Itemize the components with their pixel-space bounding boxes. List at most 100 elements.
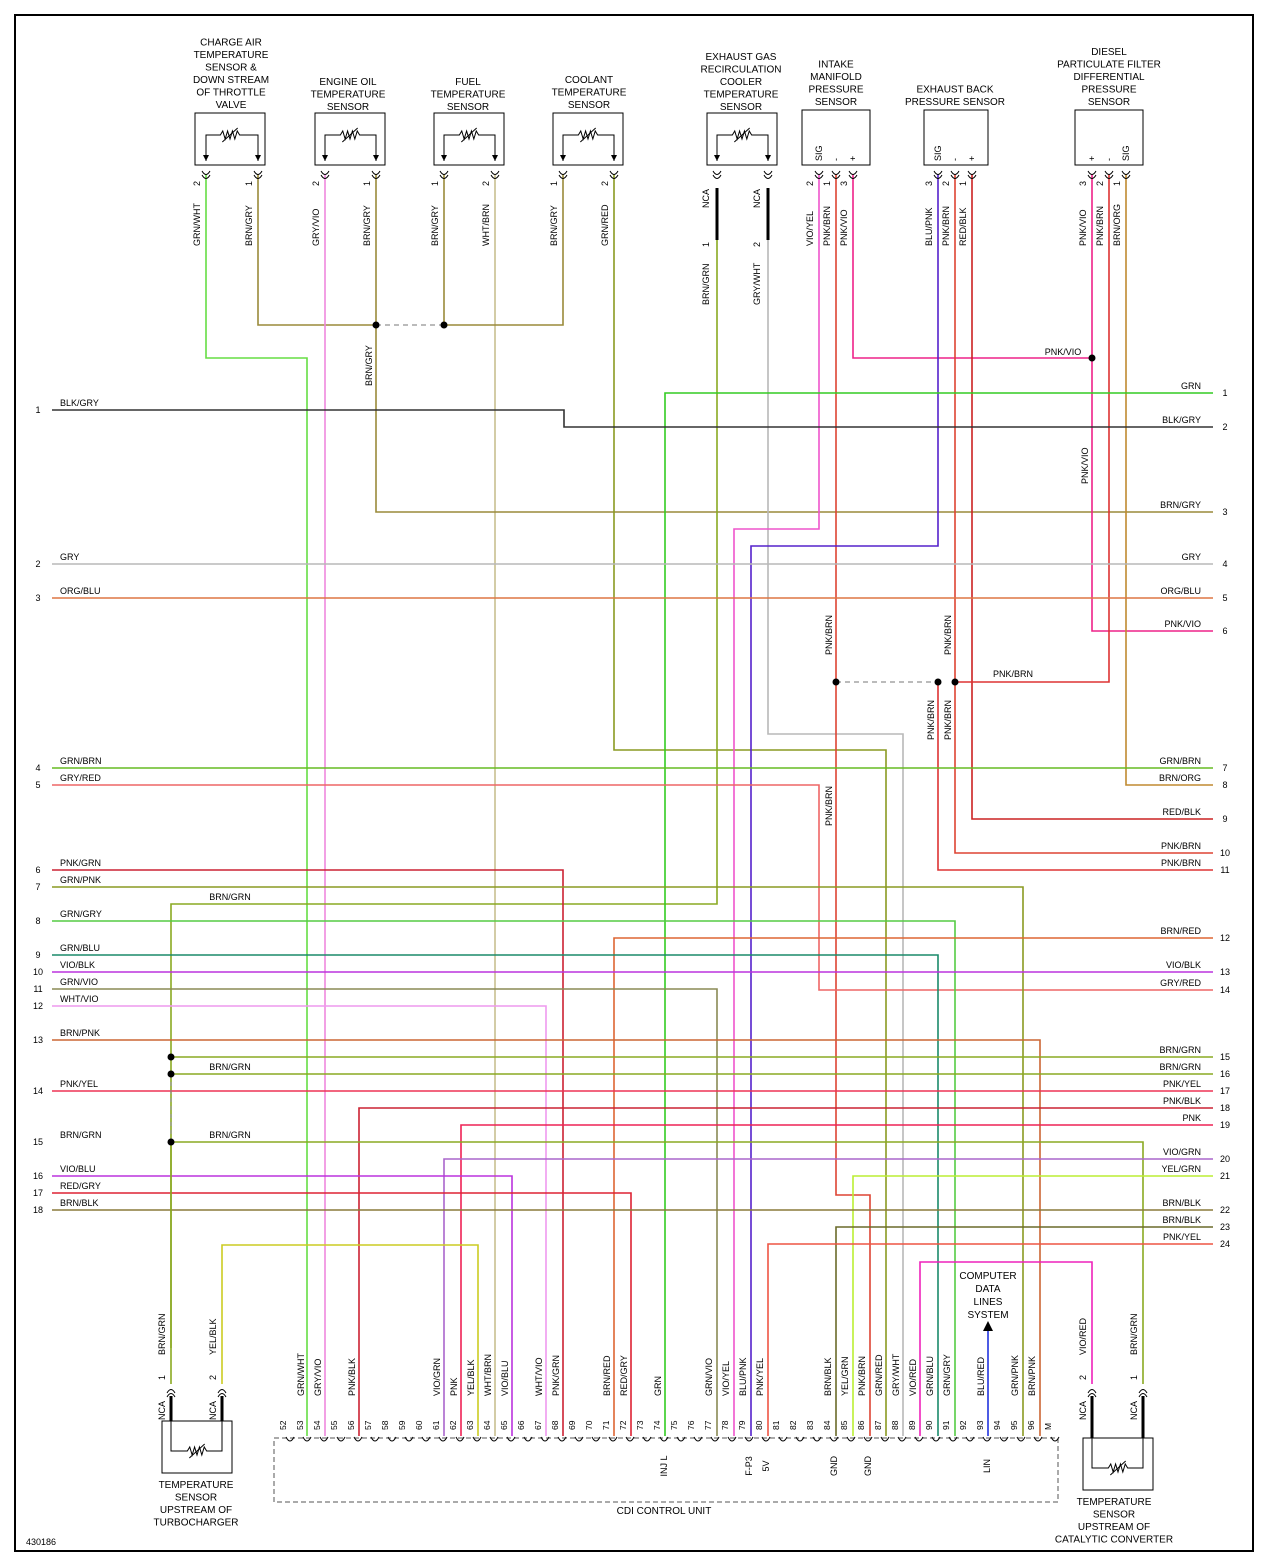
sensor-title-line: EXHAUST BACK (916, 85, 993, 96)
thermistor-icon (174, 1445, 220, 1457)
splice-dot (1088, 354, 1096, 362)
cdi-pin-wire-label: PNK/BLK (347, 1358, 357, 1396)
cdi-pin-number: 77 (703, 1420, 713, 1430)
pin-number: 2 (311, 181, 321, 186)
wire-vio-blu (52, 1175, 513, 1436)
nca-label: NCA (208, 1401, 218, 1420)
sensor-title-line: OF THROTTLE (196, 88, 266, 99)
cdi-pin-socket-icon (625, 1436, 635, 1442)
wire-pnk-vio-1 (852, 174, 1092, 359)
wire-grn-wht (205, 174, 308, 1436)
cdi-pin-number: 62 (448, 1420, 458, 1430)
nca-label: NCA (1078, 1401, 1088, 1420)
cdi-pin-number: 52 (278, 1420, 288, 1430)
cdi-pin-wire-label: VIO/GRN (432, 1358, 442, 1396)
nca-label: NCA (701, 189, 711, 208)
right-connector-number: 1 (1222, 388, 1227, 398)
left-connector-labels: 1BLK/GRY2GRY3ORG/BLU4GRN/BRN5GRY/RED6PNK… (33, 398, 102, 1215)
cdi-pin-number: 75 (669, 1420, 679, 1430)
splice-dot (934, 678, 942, 686)
sensor-title-line: VALVE (216, 100, 247, 111)
cdi-pin-socket-icon (812, 1436, 822, 1442)
cdi-pin-wire-label: GRN/GRY (942, 1354, 952, 1396)
sensor-title-line: TEMPERATURE (552, 88, 627, 99)
right-connector-number: 12 (1220, 933, 1230, 943)
sensor-title-line: TEMPERATURE (1077, 1497, 1152, 1508)
left-connector-number: 11 (33, 984, 42, 994)
sensor-title-line: TEMPERATURE (311, 90, 386, 101)
sensor-title-line: TEMPERATURE (159, 1480, 234, 1491)
pin-connector-icon (1138, 1389, 1148, 1394)
wire-brn-grn-main (171, 1141, 1144, 1384)
right-connector-label: PNK (1182, 1113, 1201, 1123)
cdi-pin-wire-label: VIO/BLU (500, 1360, 510, 1396)
wire-label: PNK/VIO (1078, 209, 1088, 246)
pin-connector-icon (848, 174, 858, 179)
cdi-pin-socket-icon (829, 1436, 839, 1442)
sensor-terminal-label: + (967, 156, 977, 161)
cdi-pin-number: 96 (1026, 1420, 1036, 1430)
right-connector-number: 19 (1220, 1120, 1230, 1130)
right-connector-label: PNK/BRN (1161, 841, 1201, 851)
sensor-title-line: CATALYTIC CONVERTER (1055, 1535, 1173, 1546)
cdi-pin-wire-label: VIO/RED (908, 1358, 918, 1396)
pin-connector-icon (201, 174, 211, 179)
right-connector-number: 23 (1220, 1222, 1230, 1232)
left-connector-number: 15 (33, 1137, 43, 1147)
sensor-box (923, 109, 989, 166)
cdi-pin-socket-icon (693, 1436, 703, 1442)
cdi-pin-number: 91 (941, 1420, 951, 1430)
pin-number: 2 (481, 181, 491, 186)
cdi-pin-socket-icon (1016, 1436, 1026, 1442)
left-connector-label: GRY (60, 552, 79, 562)
cdi-pin-socket-icon (897, 1436, 907, 1442)
cdi-pin-wire-label: PNK/BRN (857, 1356, 867, 1396)
left-connector-label: GRN/BRN (60, 756, 102, 766)
cdi-pin-socket-icon (880, 1436, 890, 1442)
right-connector-label: PNK/VIO (1164, 619, 1201, 629)
right-connector-number: 21 (1220, 1171, 1230, 1181)
cdi-pin-wire-label: YEL/GRN (840, 1356, 850, 1396)
sensor-lead (716, 134, 719, 161)
pin-connector-icon (217, 1389, 227, 1394)
pin-number: 1 (244, 181, 254, 186)
right-connector-number: 15 (1220, 1052, 1230, 1062)
wire-label: BRN/GRN (701, 263, 711, 305)
cdl-system-label: COMPUTER DATA LINES SYSTEM (959, 1271, 1017, 1331)
pin-number: 3 (924, 181, 934, 186)
cdi-pin-wire-label: GRY/WHT (891, 1353, 901, 1396)
cdi-pin-wire-label: BLU/PNK (738, 1357, 748, 1396)
cdi-pin-wire-label: GRN/BLU (925, 1356, 935, 1396)
wire-grn-pnk (52, 886, 1024, 1436)
wire-pnk-blk (358, 1107, 1213, 1436)
wire-pnk-grn (52, 869, 564, 1436)
sensor-lead (324, 134, 327, 161)
pin-connector-icon (439, 174, 449, 179)
sensor-title-line: DIESEL (1091, 47, 1127, 58)
cdi-pin-number: 76 (686, 1420, 696, 1430)
right-connector-label: YEL/GRN (1161, 1164, 1201, 1174)
cdi-pin-number: M (1043, 1423, 1053, 1430)
left-connector-number: 9 (35, 950, 40, 960)
cdi-pin-number: 83 (805, 1420, 815, 1430)
right-connector-label: BLK/GRY (1162, 415, 1201, 425)
left-connector-number: 8 (35, 916, 40, 926)
pin-number: 2 (1095, 181, 1105, 186)
left-connector-number: 4 (35, 763, 40, 773)
wire-label: WHT/BRN (481, 204, 491, 246)
cdi-pin-socket-icon (1050, 1436, 1060, 1442)
pin-connector-icon (558, 174, 568, 179)
pin-connector-icon (166, 1393, 176, 1398)
cdl-line-2: DATA (975, 1284, 1001, 1295)
wire-yel-blk (221, 1244, 479, 1436)
wire-label: BLU/PNK (924, 207, 934, 246)
cdi-pin-socket-icon (591, 1436, 601, 1442)
cdi-pin-socket-icon (778, 1436, 788, 1442)
pin-connector-icon (371, 174, 381, 179)
inline-wire-label: PNK/BRN (993, 669, 1033, 679)
wire-label: BRN/GRN (1129, 1313, 1139, 1355)
arrow-down-icon (560, 155, 566, 161)
cdi-title: CDI CONTROL UNIT (617, 1506, 712, 1517)
arrow-down-icon (255, 155, 261, 161)
